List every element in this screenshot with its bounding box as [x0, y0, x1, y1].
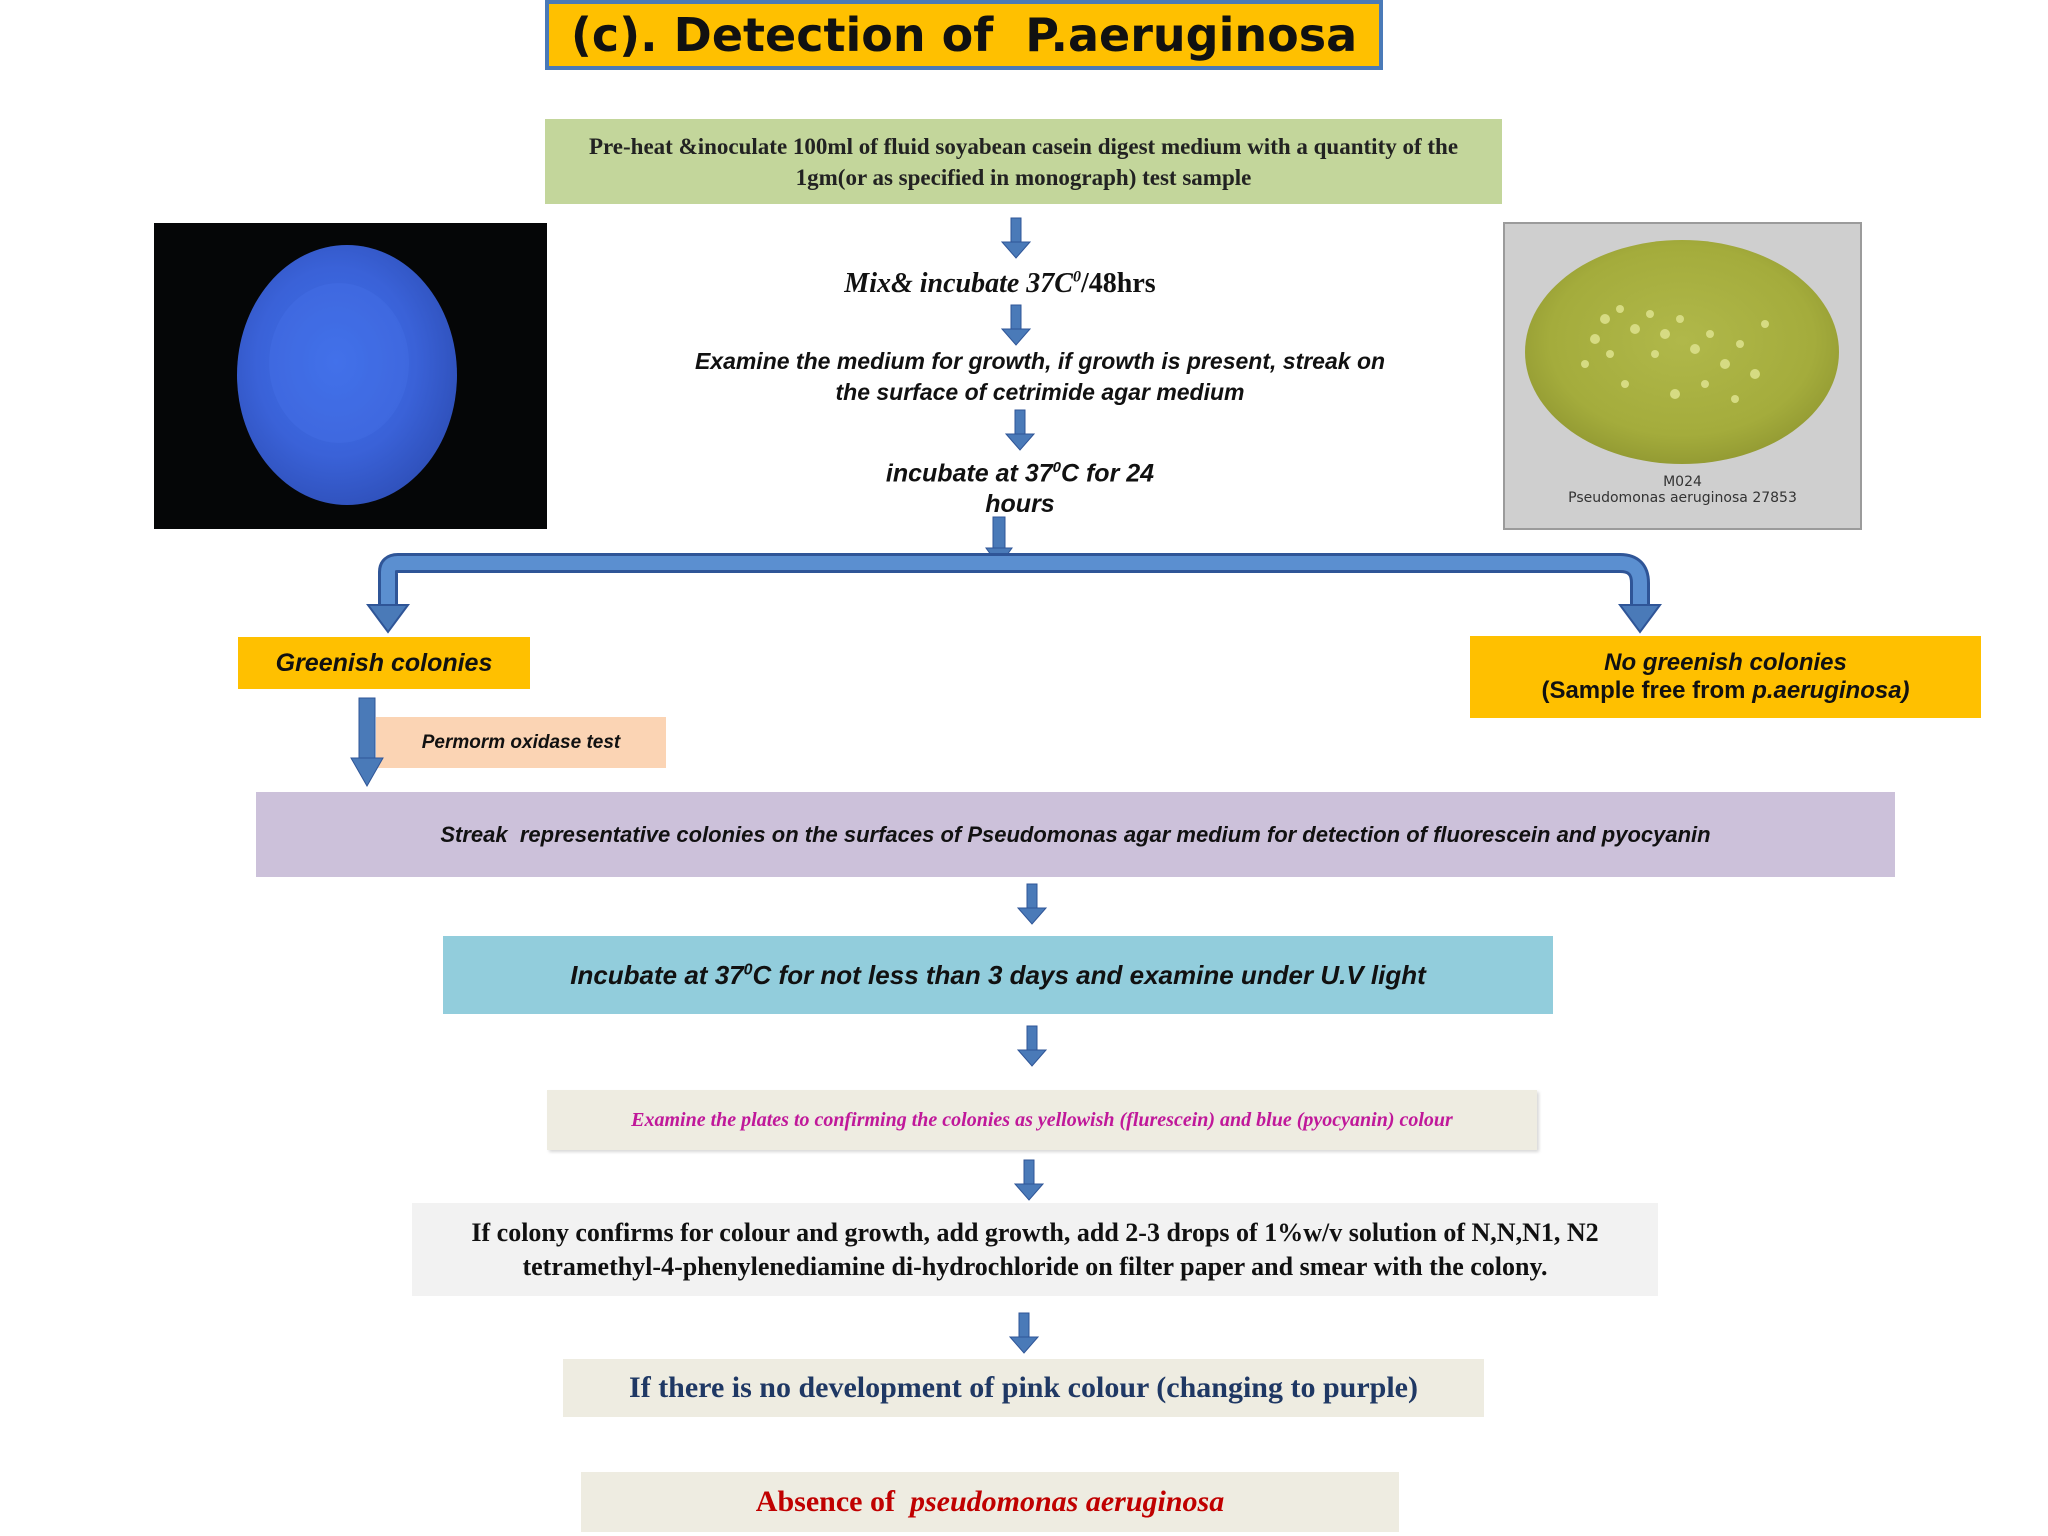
blue-plate-image	[154, 223, 547, 529]
arrow-6	[1017, 1025, 1047, 1067]
no-greenish-line2-italic: p.aeruginosa)	[1752, 677, 1910, 704]
incubate-24-suffix: C for 24 hours	[985, 459, 1155, 519]
arrow-4	[985, 516, 1013, 567]
colony-confirms-box: If colony confirms for colour and growth…	[412, 1203, 1658, 1296]
green-plate-caption: M024 Pseudomonas aeruginosa 27853	[1503, 470, 1862, 510]
incubate-24-prefix: incubate at 37	[885, 459, 1053, 488]
arrow-7	[1014, 1159, 1044, 1201]
arrow-2	[1001, 304, 1031, 346]
absence-result-box: Absence of pseudomonas aeruginosa	[581, 1472, 1399, 1532]
no-greenish-colonies-box: No greenish colonies (Sample free from p…	[1470, 636, 1981, 718]
blue-plate-graphic	[237, 245, 457, 505]
green-plate-image	[1503, 222, 1862, 530]
preheat-step-text: Pre-heat &inoculate 100ml of fluid soyab…	[588, 133, 1459, 190]
incubate-uv-text: Incubate at 370C for not less than 3 day…	[570, 960, 1426, 991]
incubate-24-sup: 0	[1052, 458, 1061, 476]
arrow-1	[1001, 217, 1031, 259]
incubate-uv-suffix: C for not less than 3 days and examine u…	[752, 959, 1426, 990]
mix-sup: 0	[1073, 268, 1081, 286]
caption-line2: Pseudomonas aeruginosa 27853	[1568, 490, 1797, 506]
examine-plates-box: Examine the plates to confirming the col…	[547, 1090, 1537, 1150]
greenish-colonies-box: Greenish colonies	[238, 637, 530, 689]
green-plate-graphic	[1525, 240, 1839, 464]
absence-text: Absence of pseudomonas aeruginosa	[756, 1485, 1224, 1519]
title-text: (c). Detection of P.aeruginosa	[570, 8, 1358, 62]
mix-incubate-text: Mix& incubate 37C0/48hrs	[844, 268, 1155, 300]
preheat-step-box: Pre-heat &inoculate 100ml of fluid soyab…	[545, 119, 1502, 204]
examine-plates-text: Examine the plates to confirming the col…	[631, 1108, 1453, 1131]
oxidase-test-text: Permorm oxidase test	[421, 731, 621, 753]
caption-line1: M024	[1663, 474, 1702, 490]
greenish-colonies-text: Greenish colonies	[275, 648, 493, 677]
no-greenish-line2-prefix: (Sample free from	[1541, 677, 1753, 704]
oxidase-test-box: Permorm oxidase test	[376, 717, 666, 768]
incubate-24-step: incubate at 370C for 24 hours	[820, 450, 1220, 522]
absence-prefix: Absence of	[755, 1485, 910, 1518]
examine-medium-text: Examine the medium for growth, if growth…	[694, 348, 1386, 405]
mix-incubate-step: Mix& incubate 37C0/48hrs	[720, 262, 1280, 306]
branch-connector	[366, 553, 1662, 634]
examine-medium-step: Examine the medium for growth, if growth…	[600, 342, 1480, 412]
absence-italic: pseudomonas aeruginosa	[909, 1485, 1225, 1518]
colony-confirms-text: If colony confirms for colour and growth…	[471, 1217, 1599, 1281]
streak-step-text: Streak representative colonies on the su…	[440, 821, 1711, 847]
no-pink-box: If there is no development of pink colou…	[563, 1359, 1484, 1417]
arrow-3	[1005, 409, 1035, 451]
mix-suffix: /48hrs	[1081, 268, 1156, 299]
incubate-24-text: incubate at 370C for 24 hours	[870, 452, 1170, 520]
arrow-8	[1009, 1312, 1039, 1354]
incubate-uv-sup: 0	[743, 960, 753, 978]
arrow-5	[1017, 883, 1047, 925]
no-greenish-line1: No greenish colonies	[1604, 649, 1847, 676]
incubate-uv-box: Incubate at 370C for not less than 3 day…	[443, 936, 1553, 1014]
streak-step-box: Streak representative colonies on the su…	[256, 792, 1895, 877]
no-pink-text: If there is no development of pink colou…	[629, 1371, 1418, 1404]
mix-prefix: Mix& incubate 37C	[844, 268, 1073, 299]
no-greenish-line2: (Sample free from p.aeruginosa)	[1541, 677, 1909, 705]
page-title: (c). Detection of P.aeruginosa	[545, 0, 1383, 70]
incubate-uv-prefix: Incubate at 37	[570, 959, 744, 990]
